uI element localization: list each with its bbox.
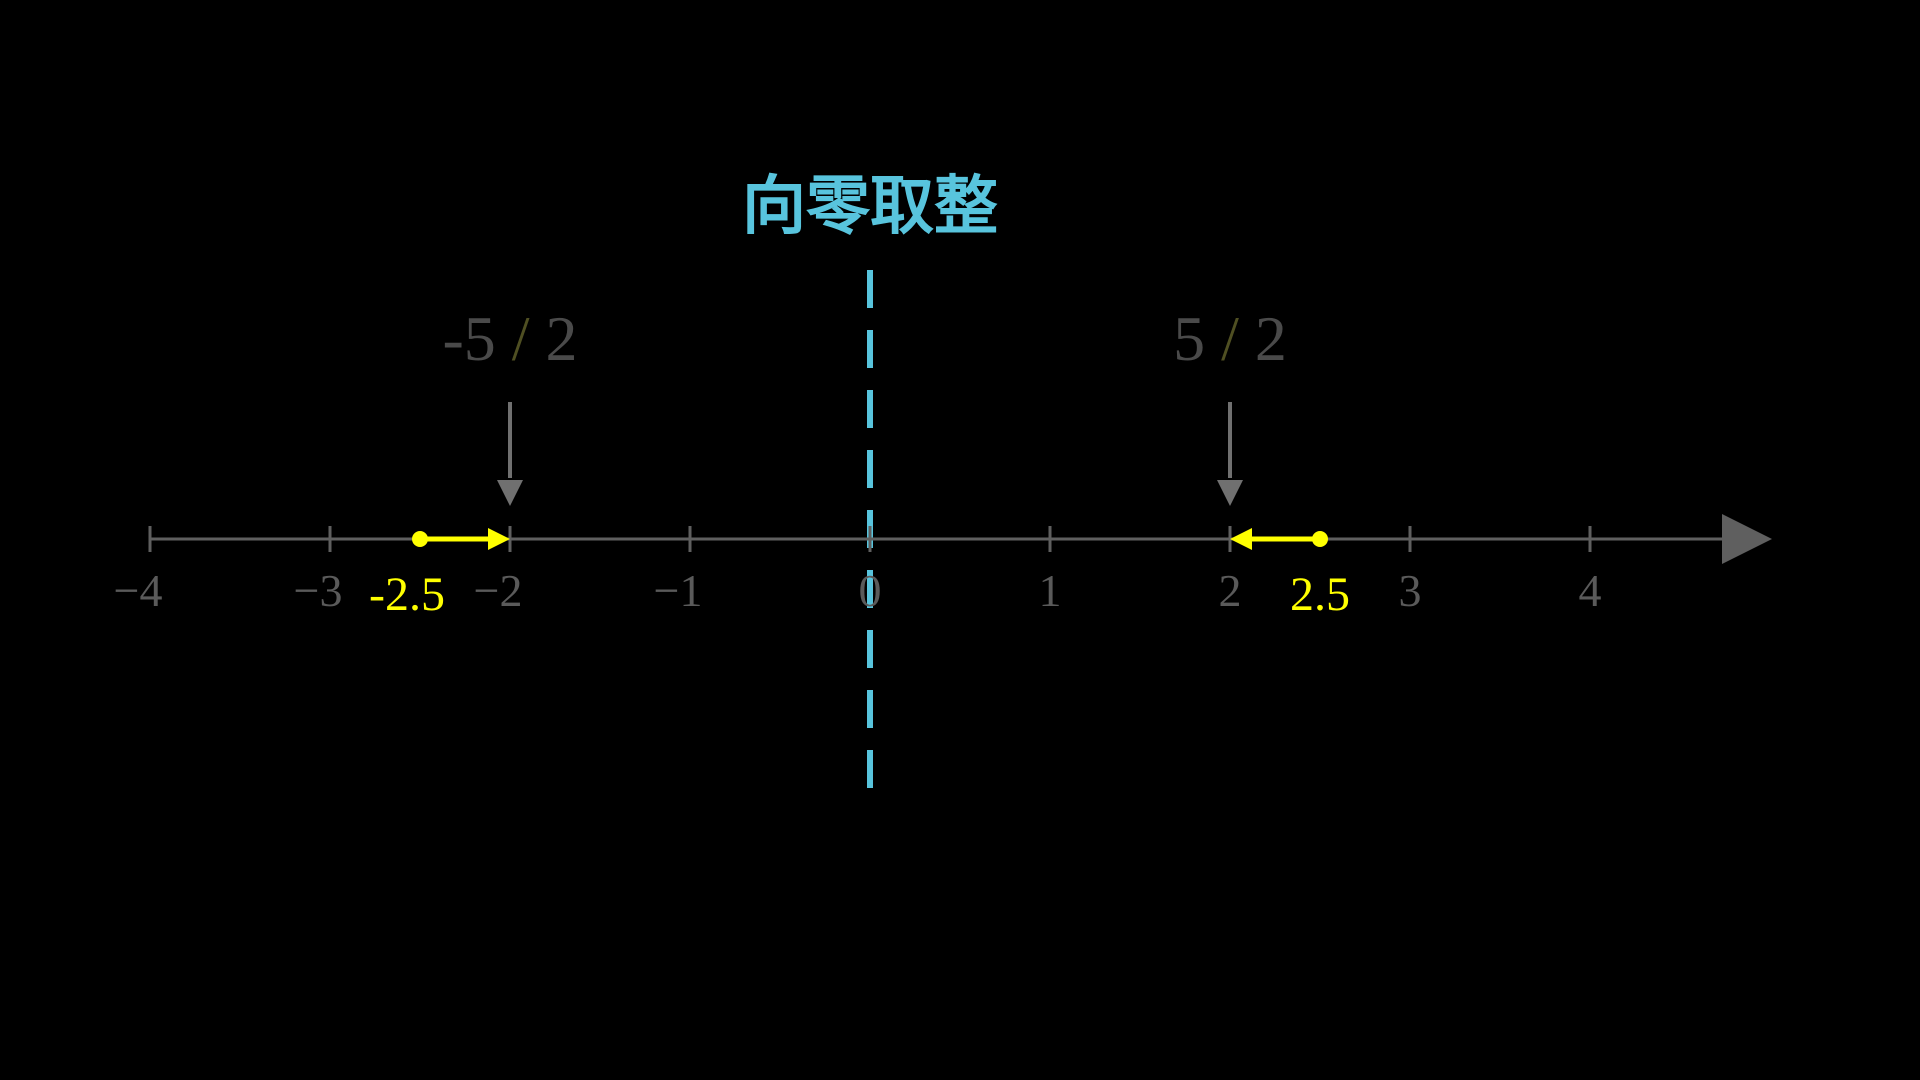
division-operator: / [512, 303, 530, 374]
truncation-arrowhead-icon [1230, 528, 1252, 550]
dividend: -5 [442, 303, 511, 374]
axis-tick-label: 0 [859, 565, 882, 616]
quotient-dot [412, 531, 428, 547]
axis-tick-label: −4 [114, 565, 163, 616]
division-operator: / [1221, 303, 1239, 374]
truncation-arrowhead-icon [488, 528, 510, 550]
quotient-label: -2.5 [369, 568, 445, 621]
divisor: 2 [530, 303, 578, 374]
axis-tick-label: −3 [294, 565, 343, 616]
axis-arrowhead-icon [1722, 514, 1772, 564]
division-annotations: -5 / 2 -2.5 5 / 2 2.5 [369, 303, 1350, 621]
division-expression: 5 / 2 [1173, 303, 1287, 374]
axis-tick-label: 2 [1219, 565, 1242, 616]
axis-tick-label: 4 [1579, 565, 1602, 616]
quotient-dot [1312, 531, 1328, 547]
pointer-arrow-down-icon [1217, 480, 1243, 506]
quotient-label: 2.5 [1290, 568, 1350, 621]
axis-tick-labels: −4 −3 −2 −1 0 1 2 3 4 [114, 565, 1602, 616]
axis-tick-label: −1 [654, 565, 703, 616]
pointer-arrow-down-icon [497, 480, 523, 506]
divisor: 2 [1239, 303, 1287, 374]
diagram-title: 向零取整 [742, 169, 998, 244]
division-positive: 5 / 2 2.5 [1173, 303, 1350, 621]
dividend: 5 [1173, 303, 1221, 374]
axis-tick-label: −2 [474, 565, 523, 616]
axis-tick-label: 1 [1039, 565, 1062, 616]
division-expression: -5 / 2 [442, 303, 577, 374]
axis-tick-label: 3 [1399, 565, 1422, 616]
division-negative: -5 / 2 -2.5 [369, 303, 578, 621]
